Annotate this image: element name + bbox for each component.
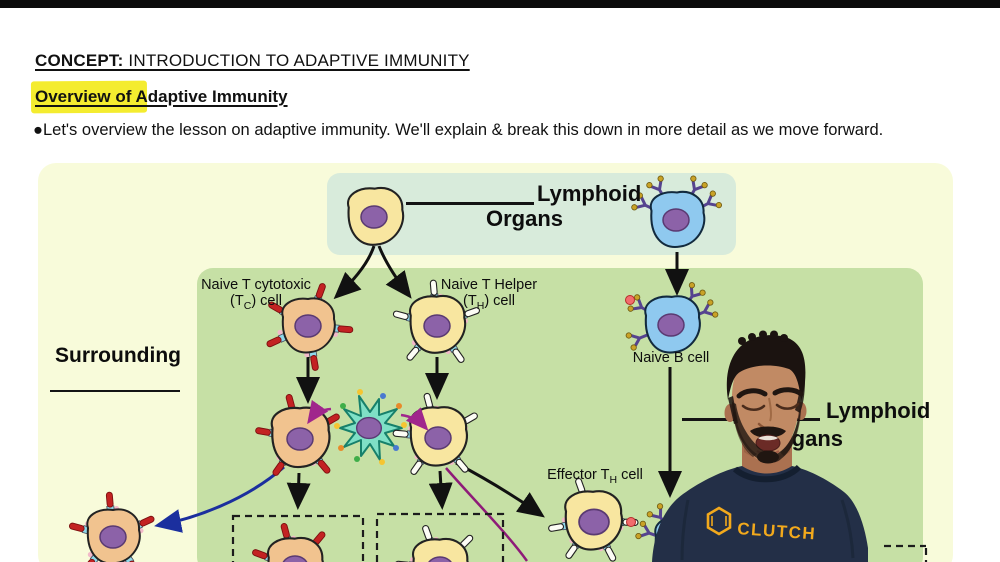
activated-b-cell-illustration [626, 501, 711, 562]
effector-th-post: cell [617, 467, 643, 483]
surrounding-label: Surrounding [55, 344, 181, 367]
antigen-fragments [334, 389, 407, 465]
clone-boxes [231, 512, 928, 562]
concept-heading: CONCEPT: INTRODUCTION TO ADAPTIVE IMMUNI… [35, 51, 470, 71]
naive-b-label: Naive B cell [632, 350, 710, 366]
right-lymphoid-label: Lymphoid [826, 398, 931, 423]
surrounding-blank-line [50, 390, 180, 392]
bullet-text: ●Let's overview the lesson on adaptive i… [33, 121, 884, 139]
beard [732, 402, 801, 464]
hexagon-inner-bonds [711, 516, 727, 526]
concept-title: INTRODUCTION TO ADAPTIVE IMMUNITY [123, 51, 470, 70]
th-cell-interacting-illustration [392, 390, 482, 478]
naive-tc-line1: Naive T cytotoxic [201, 277, 311, 293]
naive-tc-line2-end: ) cell [251, 293, 282, 309]
effector-th-sub: H [609, 473, 618, 486]
naive-th-line2: (T [463, 293, 477, 309]
naive-tc-sub: C [243, 299, 252, 312]
collar [732, 464, 802, 483]
cytotoxic-migration-arrow [154, 465, 285, 533]
naive-th-line1: Naive T Helper [440, 277, 538, 293]
mustache [750, 426, 786, 438]
tc-clone-cell-illustration [251, 520, 331, 562]
effector-th-label: Effector TH cell [536, 467, 654, 488]
migrated-tc-cell-illustration [68, 490, 158, 562]
instructor-webcam: CLUTCH [652, 330, 868, 562]
eyebrows [736, 387, 804, 399]
effector-th-cell-illustration [546, 475, 639, 562]
activation-arrows [307, 399, 429, 431]
banner-organs-label: Organs [486, 206, 564, 231]
effector-th-pre: Effector T [547, 467, 610, 483]
shirt [652, 464, 868, 562]
concept-label: CONCEPT: [35, 51, 124, 70]
shirt-folds [680, 499, 855, 561]
effector-tc-cell-illustration [254, 391, 344, 479]
antigen-dot [626, 517, 636, 527]
naive-tc-label: Naive T cytotoxic (TC) cell [195, 277, 317, 314]
naive-th-sub: H [476, 299, 485, 312]
naive-b-cell-banner-illustration [629, 173, 725, 248]
subtitle-heading: Overview of Adaptive Immunity [35, 87, 288, 106]
naive-th-line2-end: ) cell [484, 293, 515, 309]
stem-cell-illustration [346, 186, 405, 246]
teeth [758, 435, 778, 441]
th-clone-cell-illustration [394, 522, 479, 562]
naive-b-cell-illustration [623, 279, 721, 354]
face [731, 350, 801, 463]
eyes-closed [741, 402, 800, 412]
banner-blank-line [406, 202, 534, 205]
naive-th-label: Naive T Helper (TH) cell [428, 277, 550, 314]
top-letterbox-bar [0, 0, 1000, 8]
dendritic-cell-illustration [334, 389, 407, 465]
banner-lymphoid-label: Lymphoid [537, 181, 642, 206]
hexagon-icon [706, 506, 732, 536]
antigen-dot [625, 295, 635, 305]
naive-tc-line2: (T [230, 293, 244, 309]
